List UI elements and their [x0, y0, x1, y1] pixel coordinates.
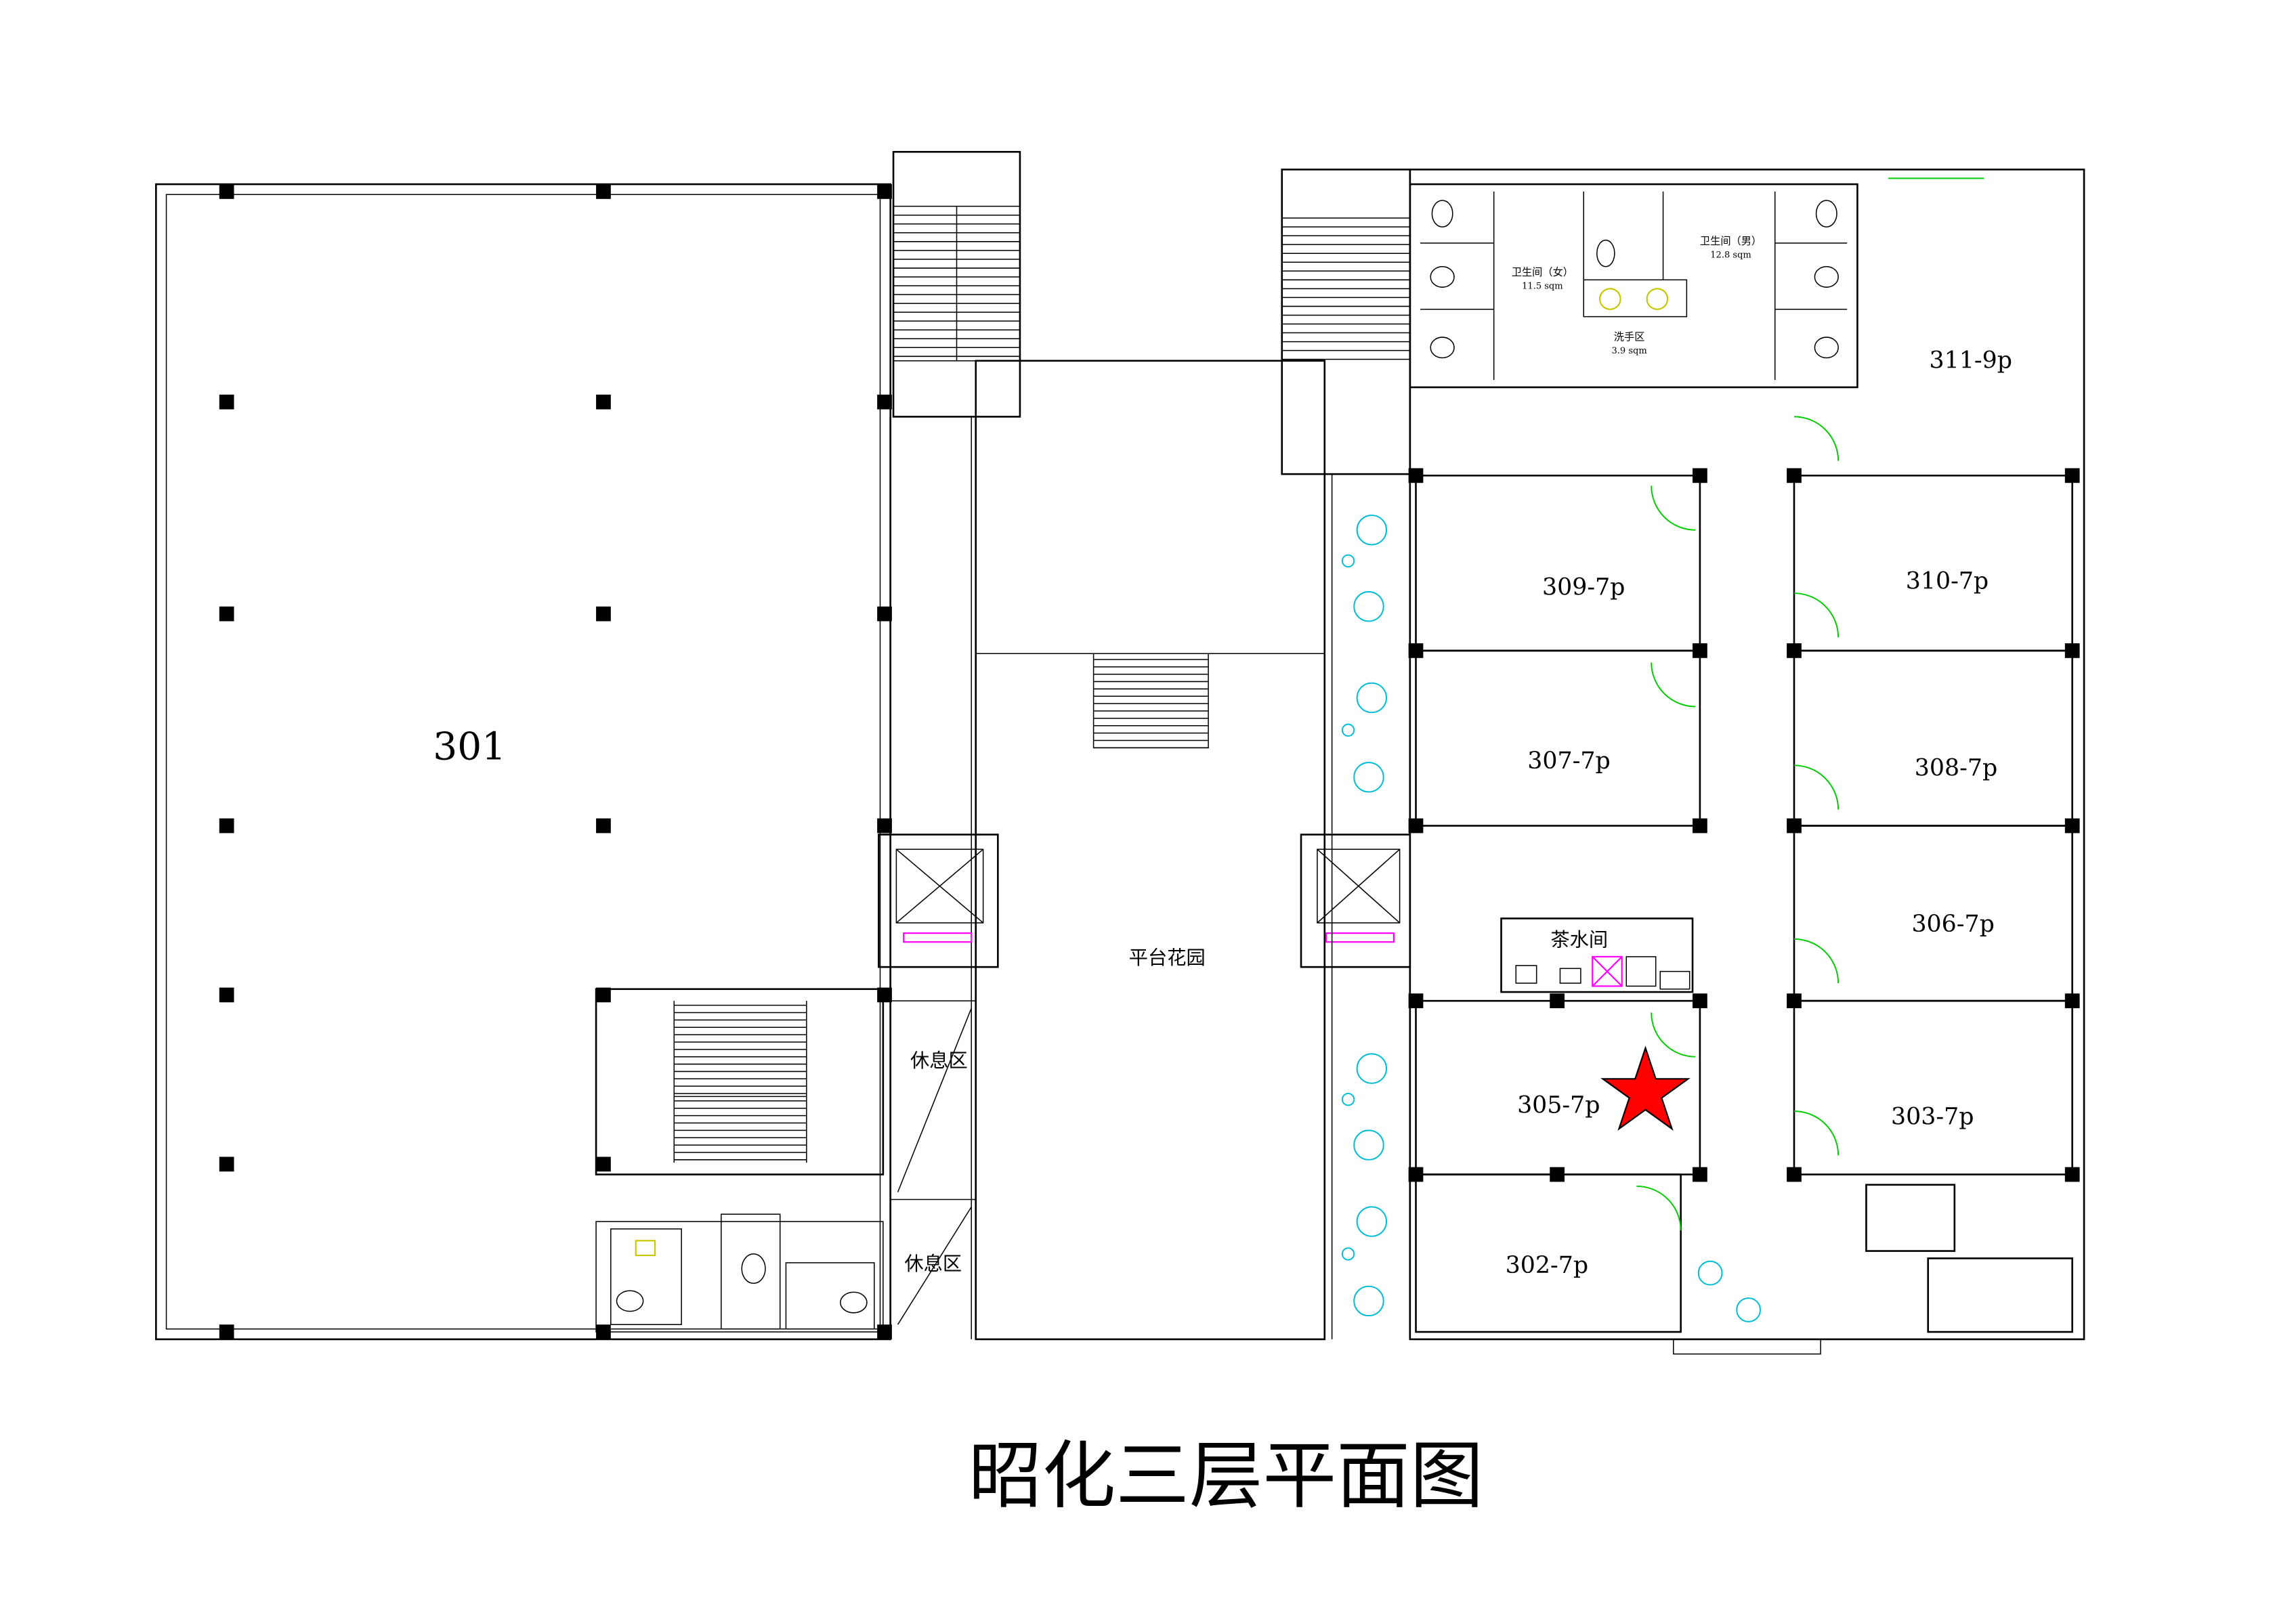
column [1787, 993, 1802, 1008]
room-302-label: 302-7p [1506, 1252, 1588, 1279]
doors [1636, 416, 1840, 1231]
column [1693, 643, 1707, 658]
room-311-label: 311-9p [1930, 347, 2012, 374]
column [1787, 818, 1802, 834]
plan-title: 昭化三层平面图 [969, 1433, 1484, 1519]
column [1408, 468, 1424, 483]
column [877, 394, 892, 410]
column [1693, 1167, 1707, 1182]
tea-room-label: 茶水间 [1550, 929, 1608, 951]
column [1550, 993, 1565, 1008]
column [2064, 643, 2080, 658]
column [877, 987, 892, 1003]
column [2064, 993, 2080, 1008]
column [219, 987, 234, 1003]
room-305-label: 305-7p [1517, 1091, 1600, 1119]
column [596, 987, 611, 1003]
column [1693, 818, 1707, 834]
column [596, 394, 611, 410]
column [877, 818, 892, 834]
columns-right [1408, 468, 2080, 1182]
mens-wc-area: 12.8 sqm [1710, 251, 1751, 261]
columns-left [219, 184, 892, 1339]
rest-area-2-label: 休息区 [904, 1253, 962, 1275]
column [219, 394, 234, 410]
room-310-label: 310-7p [1906, 568, 1989, 595]
lounge-chairs [1341, 515, 1761, 1322]
column [2064, 818, 2080, 834]
womens-wc-label: 卫生间（女） [1512, 266, 1573, 278]
wash-area-label: 洗手区 [1614, 330, 1645, 343]
room-309-label: 309-7p [1542, 574, 1625, 601]
column [1408, 643, 1424, 658]
room-303-label: 303-7p [1891, 1104, 1974, 1131]
column [877, 606, 892, 622]
column [877, 184, 892, 199]
rest-area-1-label: 休息区 [910, 1050, 968, 1072]
column [219, 606, 234, 622]
star-icon [1600, 1045, 1691, 1131]
column [219, 1156, 234, 1172]
column [2064, 1167, 2080, 1182]
column [1408, 1167, 1424, 1182]
column [596, 606, 611, 622]
stairs-right-top [1281, 217, 1410, 360]
garden-label: 平台花园 [1129, 947, 1206, 969]
column [219, 818, 234, 834]
column [877, 1324, 892, 1339]
right-rooms-walls [1415, 475, 2073, 1355]
column [219, 1324, 234, 1339]
wc-301 [595, 1213, 884, 1333]
room-307-label: 307-7p [1527, 748, 1610, 775]
column [1408, 818, 1424, 834]
room-301-label: 301 [433, 725, 506, 769]
column [1693, 468, 1707, 483]
room-308-label: 308-7p [1915, 755, 1997, 782]
womens-wc-area: 11.5 sqm [1522, 281, 1562, 291]
column [596, 184, 611, 199]
restrooms: 卫生间（女） 11.5 sqm 卫生间（男） 12.8 sqm 洗手区 3.9 … [1420, 191, 1848, 381]
column [596, 1156, 611, 1172]
column [1787, 643, 1802, 658]
elevator-left [878, 834, 999, 968]
column [219, 184, 234, 199]
column [596, 818, 611, 834]
stairs-center-lines [893, 205, 1020, 358]
mens-wc-label: 卫生间（男） [1700, 235, 1762, 247]
column [2064, 468, 2080, 483]
column [1787, 468, 1802, 483]
garden-steps [1093, 659, 1209, 749]
column [1693, 993, 1707, 1008]
column [1787, 1167, 1802, 1182]
column [1408, 993, 1424, 1008]
column [596, 1324, 611, 1339]
room-306-label: 306-7p [1911, 911, 1994, 938]
column [1550, 1167, 1565, 1182]
stairs-301 [674, 1004, 807, 1161]
wash-area-size: 3.9 sqm [1611, 346, 1646, 356]
